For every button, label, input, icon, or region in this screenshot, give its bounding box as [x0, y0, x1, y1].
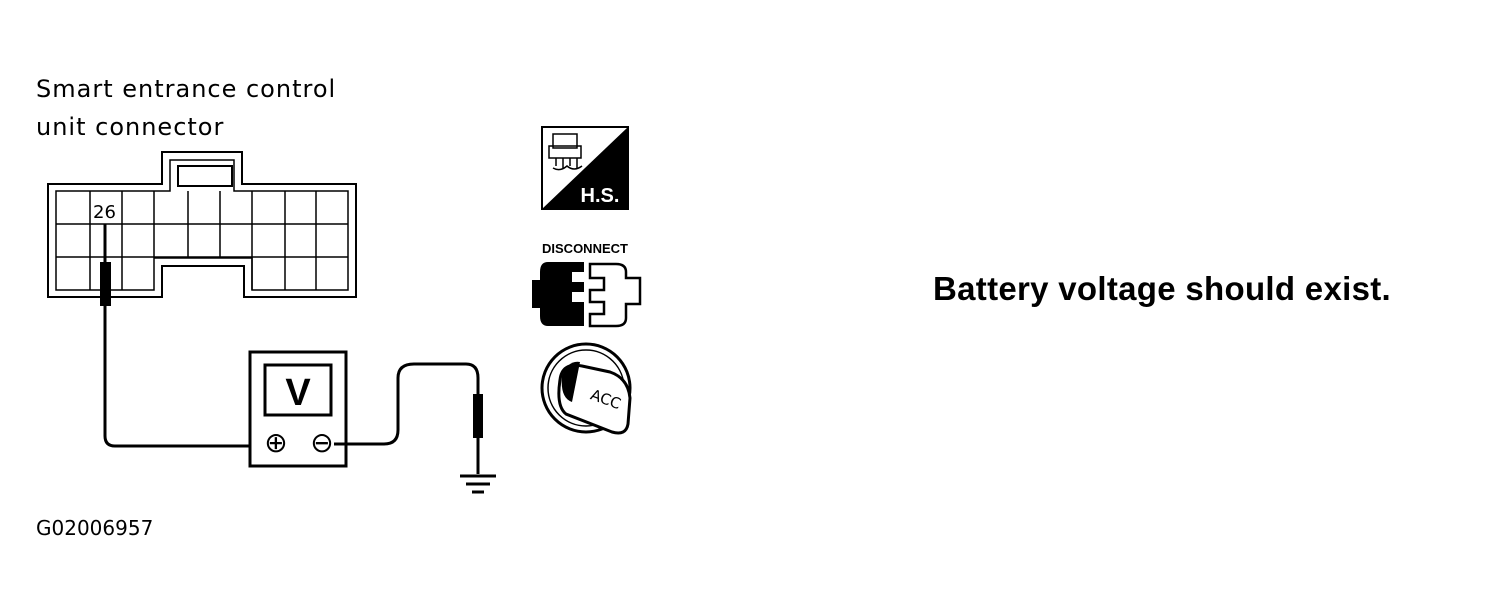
minus-terminal: ⊖ — [310, 426, 333, 459]
voltmeter-symbol: V — [285, 372, 311, 414]
connector-label-line2: unit connector — [36, 113, 225, 141]
voltmeter: V ⊕ ⊖ — [248, 350, 348, 468]
negative-lead — [334, 362, 483, 474]
hs-text: H.S. — [581, 185, 620, 207]
terminal-number: 26 — [93, 202, 116, 223]
ignition-key-acc-icon: ACC — [540, 342, 632, 435]
ground-icon — [460, 474, 496, 494]
figure-id: G02006957 — [36, 516, 154, 540]
disconnect-icon — [532, 262, 642, 328]
plus-terminal: ⊕ — [264, 426, 287, 459]
disconnect-label: DISCONNECT — [542, 241, 628, 256]
harness-side-icon: H.S. — [541, 126, 629, 210]
result-text: Battery voltage should exist. — [933, 270, 1391, 307]
connector-label-line1: Smart entrance control — [36, 75, 337, 103]
connector — [47, 151, 357, 298]
positive-probe — [100, 224, 262, 448]
